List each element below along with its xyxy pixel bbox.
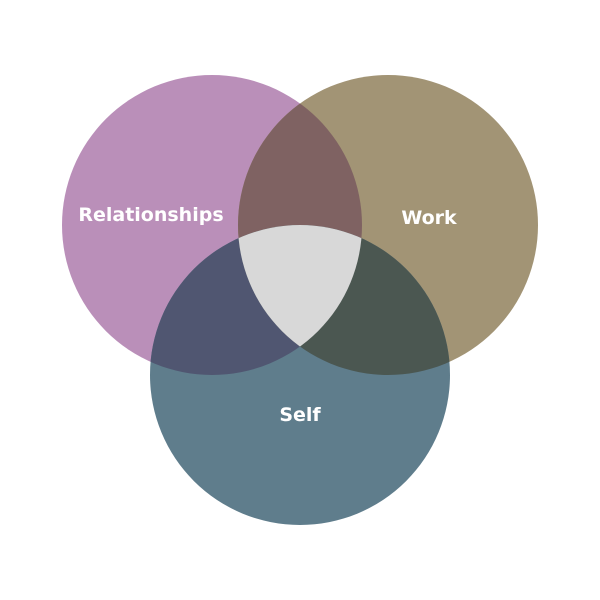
work-label: Work [401, 207, 457, 229]
relationships-label: Relationships [78, 204, 223, 226]
work-self-overlap [238, 225, 450, 375]
self-label: Self [279, 404, 321, 426]
relationships-self-overlap [150, 225, 362, 375]
